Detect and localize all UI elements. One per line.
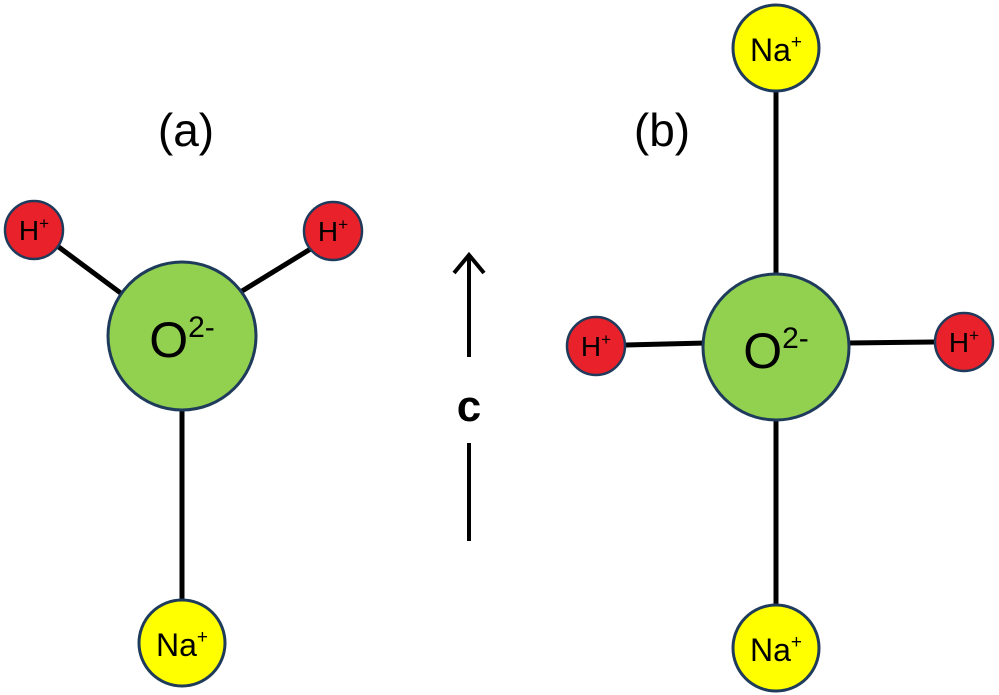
atom-a-hydrogen-left: H+	[3, 199, 65, 261]
atom-b-hydrogen-right: H+	[933, 311, 995, 373]
atom-a-sodium: Na+	[137, 598, 227, 688]
c-axis-arrowhead	[452, 251, 486, 275]
svg-text:H+: H+	[581, 330, 611, 362]
svg-text:O2-: O2-	[149, 311, 215, 368]
svg-text:O2-: O2-	[743, 322, 809, 379]
atom-b-sodium-top: Na+	[731, 3, 821, 93]
svg-text:Na+: Na+	[750, 632, 802, 668]
atom-b-sodium-bottom: Na+	[731, 603, 821, 693]
panel-b-label: (b)	[634, 104, 690, 156]
bond-a-o-h-right	[232, 242, 319, 299]
panel-a: (a) H+ H+ O2-	[3, 104, 364, 688]
svg-text:Na+: Na+	[750, 32, 802, 68]
svg-text:Na+: Na+	[156, 627, 208, 663]
bond-b-o-h-right	[847, 339, 935, 346]
atom-b-hydrogen-left: H+	[565, 315, 627, 377]
bond-a-o-h-left	[50, 239, 128, 300]
atom-a-oxygen: O2-	[106, 260, 258, 412]
panel-b: (b) Na+ H+ O2-	[565, 3, 995, 693]
bond-b-o-h-left	[625, 340, 707, 348]
svg-text:H+: H+	[318, 215, 348, 247]
svg-text:H+: H+	[949, 326, 979, 358]
svg-text:H+: H+	[19, 214, 49, 246]
c-axis-label: c	[457, 382, 481, 431]
c-axis-arrow: c	[452, 251, 486, 541]
panel-a-label: (a)	[158, 104, 214, 156]
atom-a-hydrogen-right: H+	[302, 200, 364, 262]
atom-b-oxygen: O2-	[701, 272, 851, 422]
